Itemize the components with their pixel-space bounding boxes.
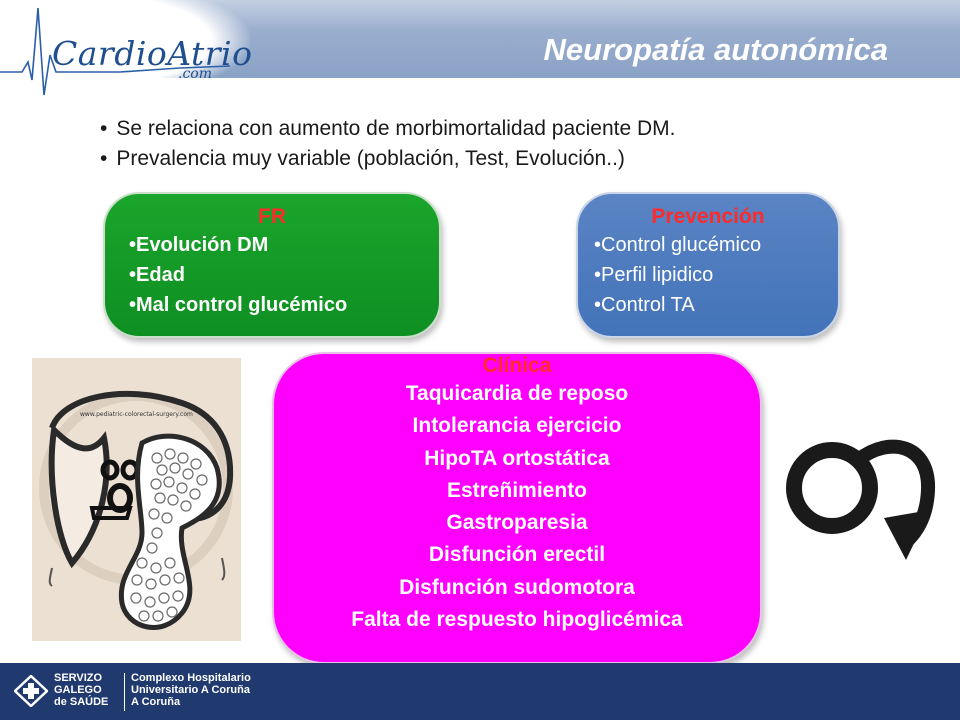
hospital-line: Complexo Hospitalario [131,672,251,684]
risk-factors-box: FR Evolución DM Edad Mal control glucémi… [103,192,441,338]
clinical-item: HipoTA ortostática [424,446,610,470]
risk-factors-title: FR [258,205,286,228]
bullet-item: Se relaciona con aumento de morbimortali… [100,114,675,144]
prevention-item: Control glucémico [594,230,838,260]
clinical-title: Clínica [482,354,552,377]
footer-divider [124,673,125,711]
footer-band: SERVIZO GALEGO de SAÚDE Complexo Hospita… [0,663,960,720]
hospital-name: Complexo Hospitalario Universitario A Co… [131,672,251,708]
prevention-item: Perfil lipidico [594,260,838,290]
risk-factor-item: Mal control glucémico [129,290,439,320]
sergas-line: GALEGO [54,684,102,696]
clinical-list: Taquicardia de reposo Intolerancia ejerc… [274,378,760,636]
constipation-illustration: www.pediatric-colorectal-surgery.com [32,358,241,641]
prevention-item: Control TA [594,290,838,320]
clinical-item: Disfunción erectil [428,543,606,567]
sergas-line: SERVIZO [54,672,103,684]
hospital-line: A Coruña [131,696,181,708]
prevention-list: Control glucémico Perfil lipidico Contro… [594,230,838,320]
stomach-cartoon-icon: www.pediatric-colorectal-surgery.com [39,390,234,630]
sergas-name: SERVIZO GALEGO de SAÚDE [54,672,108,708]
clinical-item: Gastroparesia [446,511,588,535]
clinical-item: Disfunción sudomotora [399,575,635,599]
sergas-cross-icon [14,675,48,707]
logo-accent-text: Atrio [167,34,253,73]
clinical-box: Clínica Taquicardia de reposo Intoleranc… [272,352,762,664]
prevention-title: Prevención [651,205,765,228]
drooping-male-symbol-icon [786,439,936,560]
clinical-item: Intolerancia ejercicio [412,414,622,438]
hospital-line: Universitario A Coruña [131,684,250,696]
logo-main-text: Cardio [52,34,168,73]
logo-suffix: .com [178,66,212,82]
ecg-line-icon [0,7,231,96]
clinical-item: Estreñimiento [446,478,588,502]
sergas-line: de SAÚDE [54,696,109,708]
intro-bullets: Se relaciona con aumento de morbimortali… [100,114,676,174]
prevention-box: Prevención Control glucémico Perfil lipi… [576,192,840,338]
risk-factor-item: Evolución DM [129,230,439,260]
page-title: Neuropatía autonómica [543,32,889,67]
risk-factor-item: Edad [129,260,439,290]
logo-cardioatrio: CardioAtrio [52,34,252,73]
clinical-item: Falta de respuesto hipoglicémica [351,608,683,632]
risk-factors-list: Evolución DM Edad Mal control glucémico [129,230,439,320]
bullet-item: Prevalencia muy variable (población, Tes… [100,144,676,174]
illustration-caption: www.pediatric-colorectal-surgery.com [80,411,193,418]
clinical-item: Taquicardia de reposo [405,382,629,405]
